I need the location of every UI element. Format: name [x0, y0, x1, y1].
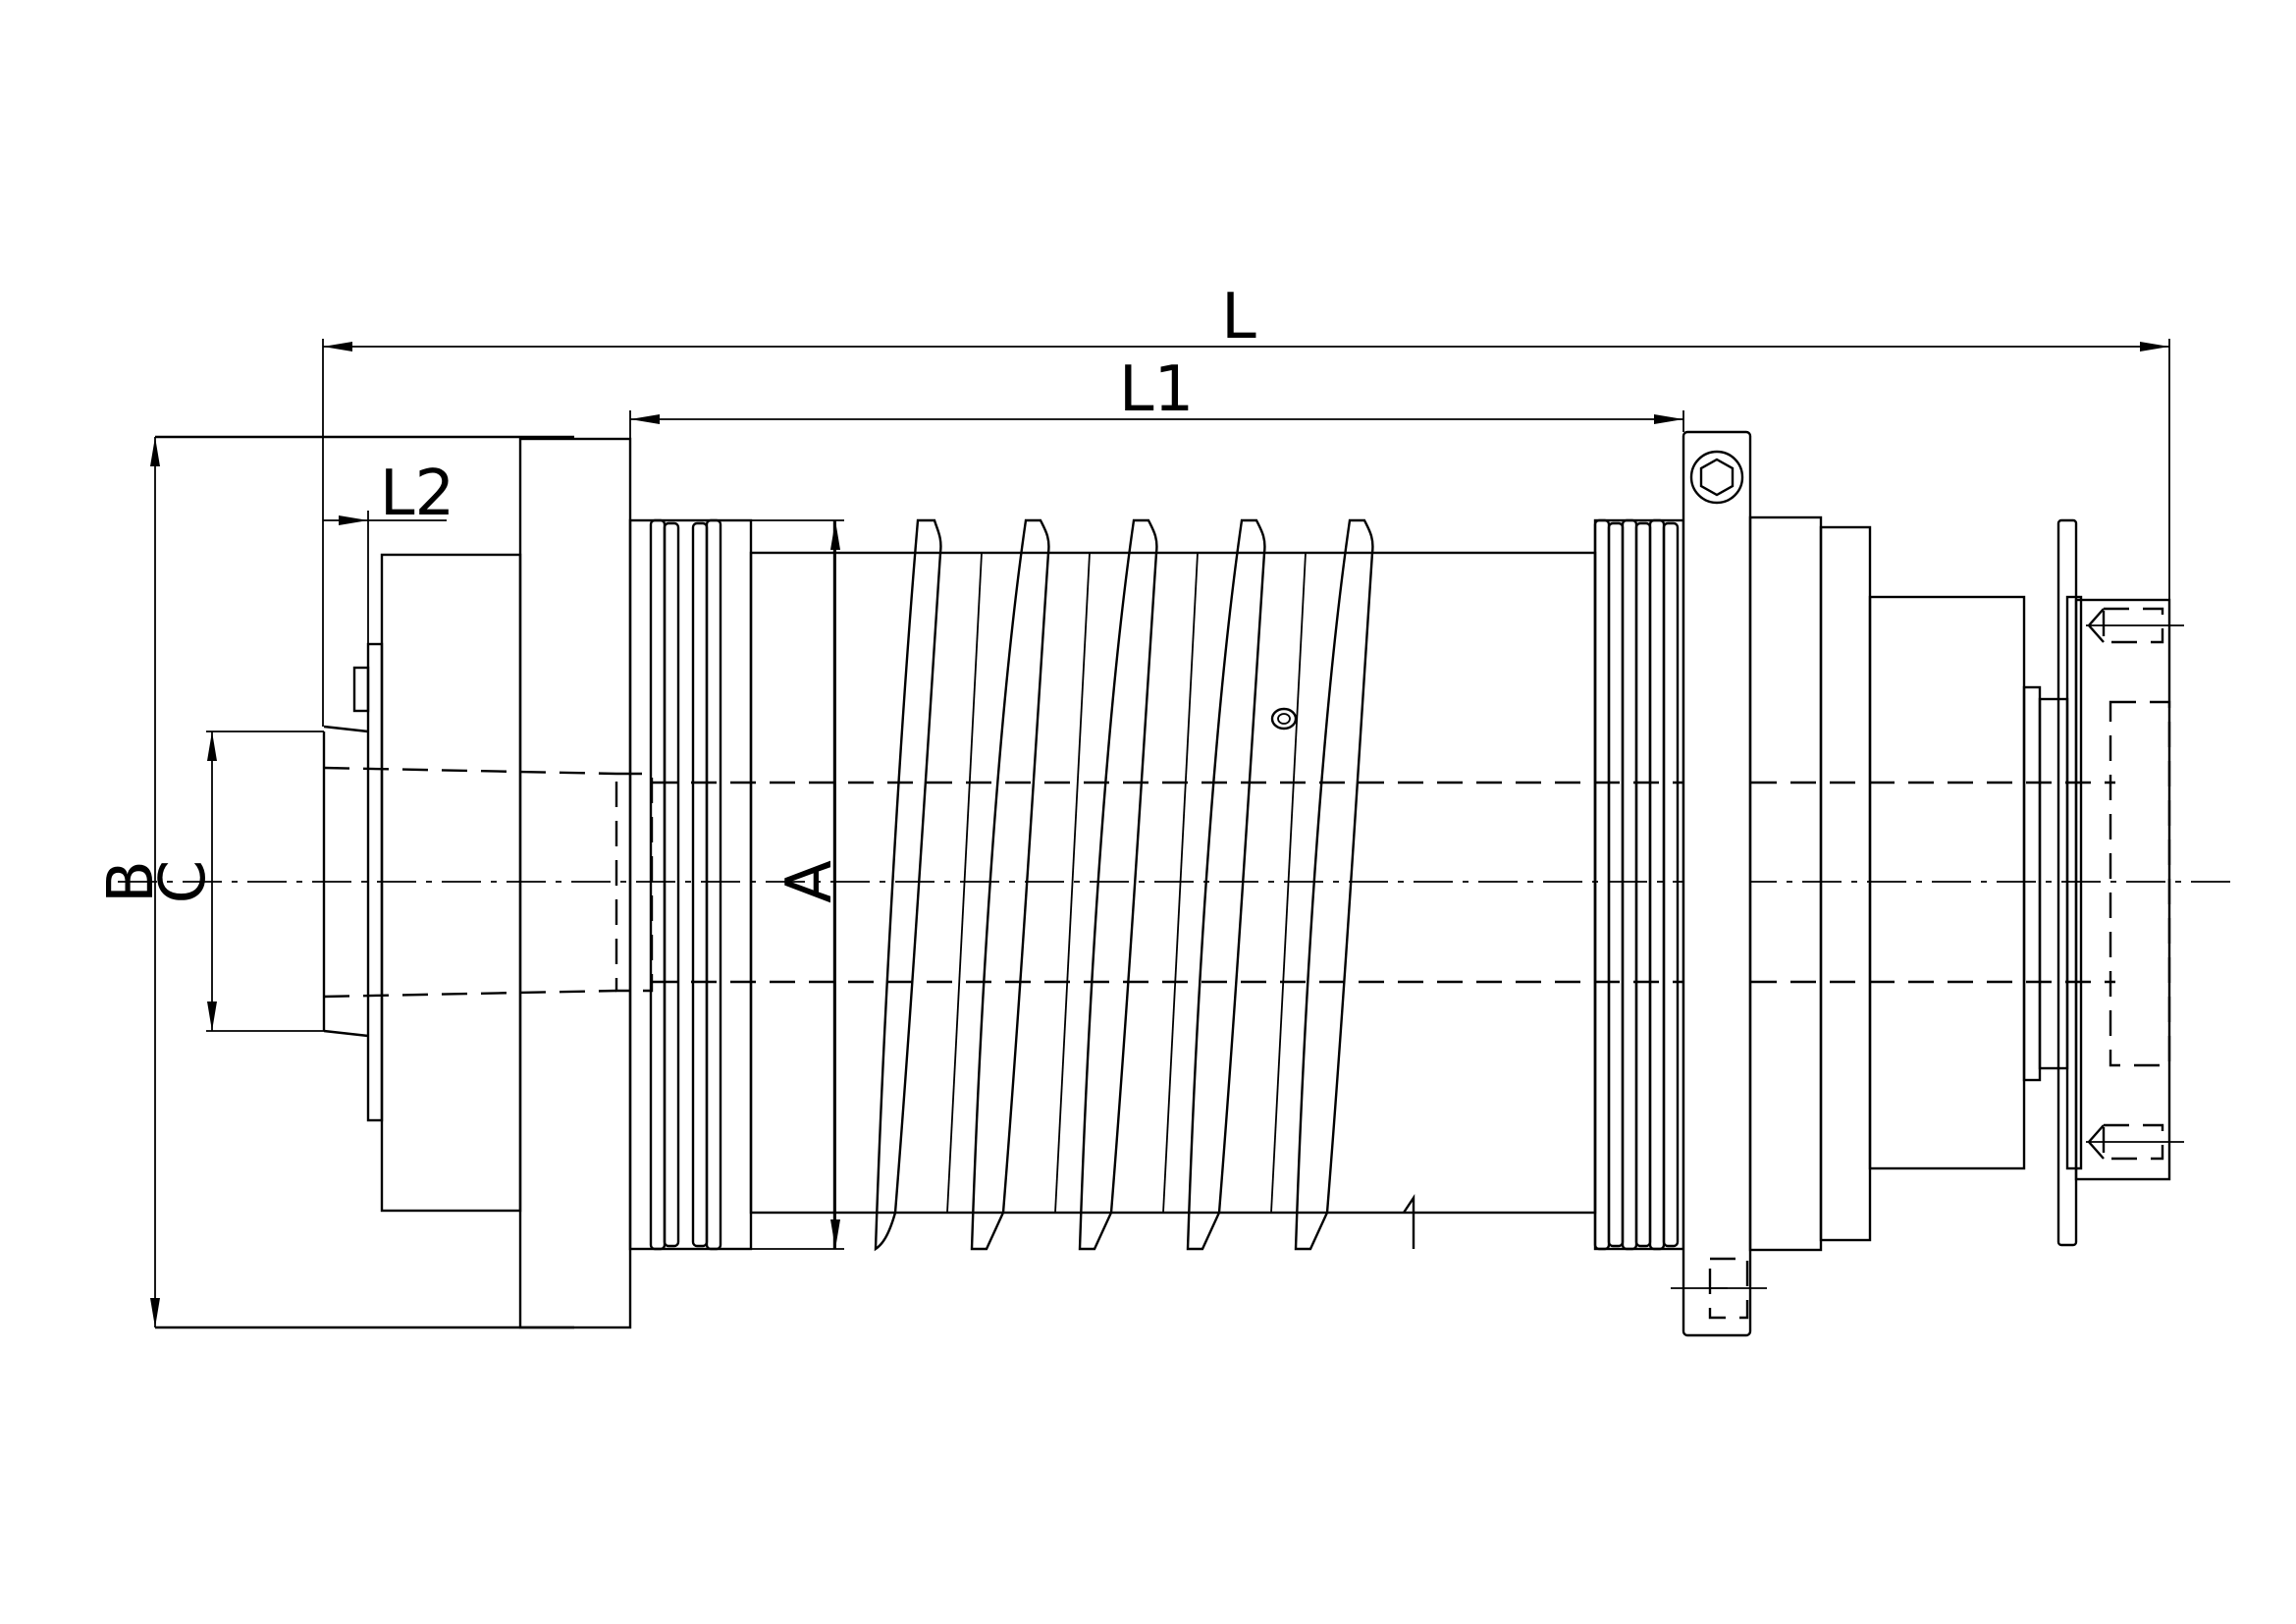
helical-fins	[874, 518, 1415, 1252]
ring-grooves-right	[1593, 518, 1685, 1251]
dimension-L	[322, 339, 2170, 727]
rear-bolt-top	[2086, 607, 2184, 644]
ring-grooves-left	[628, 518, 753, 1251]
dimension-L2-label: L2	[380, 458, 454, 530]
dimension-A	[751, 519, 844, 1250]
front-nose	[352, 553, 522, 1213]
dimension-B	[150, 437, 160, 1327]
dimension-A-label: A	[774, 860, 846, 903]
dimension-L-label: L	[1221, 281, 1256, 353]
spindle-taper	[322, 725, 654, 1038]
lubrication-port	[1270, 707, 1298, 731]
dimension-B-label: B	[95, 860, 168, 903]
dimension-L2	[323, 511, 447, 644]
dimension-L1	[629, 410, 1684, 520]
rear-housing	[1748, 515, 2083, 1252]
rear-bolt-bottom	[2086, 1123, 2184, 1161]
dimension-L1-label: L1	[1119, 353, 1194, 426]
clamp-ring	[1671, 430, 1767, 1337]
main-body	[652, 520, 2115, 1249]
rear-encoder-flange	[2056, 518, 2184, 1247]
hex-socket-bolt-icon	[1689, 450, 1744, 505]
dimension-C-label: C	[147, 860, 220, 904]
dimension-C	[206, 731, 324, 1032]
